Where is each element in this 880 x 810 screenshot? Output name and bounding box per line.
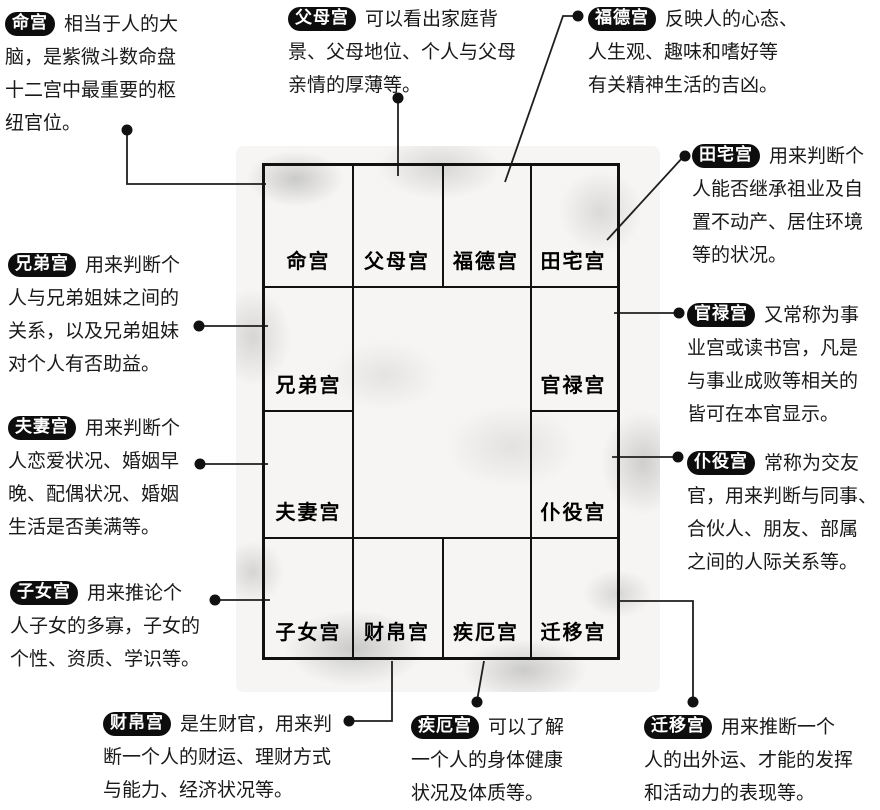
annotation-text: 用来判断个 人能否继承祖业及自 置不动产、居住环境 等的状况。 (692, 145, 865, 266)
cell-guanlu-gong: 官禄宫 (530, 286, 617, 410)
annotation-fuqi-gong: 夫妻宫用来判断个 人恋爱状况、婚姻早 晚、配偶状况、婚姻 生活是否美满等。 (8, 412, 240, 544)
dot-puyi (672, 451, 684, 463)
cell-label: 父母宫 (364, 249, 430, 273)
badge-tianzhai-gong: 田宅宫 (692, 144, 760, 168)
annotation-text: 又常称为事 业宫或读书宫，凡是 与事业成败等相关的 皆可在本官显示。 (687, 304, 860, 425)
badge-xiongdi-gong: 兄弟宫 (8, 253, 76, 277)
grid-line (442, 537, 444, 657)
cell-ming-gong: 命宫 (265, 166, 352, 286)
grid-line (265, 410, 352, 412)
cell-label: 财帛宫 (364, 620, 430, 644)
cell-label: 官禄宫 (540, 373, 607, 397)
annotation-fumu-gong: 父母宫可以看出家庭背 景、父母地位、个人与父母 亲情的厚薄等。 (288, 3, 556, 102)
dot-guanlu (673, 307, 685, 319)
annotation-text: 可以看出家庭背 景、父母地位、个人与父母 亲情的厚薄等。 (288, 8, 517, 96)
badge-fuqi-gong: 夫妻宫 (8, 416, 76, 440)
dot-tianzhai (679, 150, 691, 162)
annotation-text: 可以了解 一个人的身体健康 状况及体质等。 (411, 716, 565, 804)
badge-zinv-gong: 子女宫 (10, 581, 78, 605)
grid-line (265, 286, 617, 288)
cell-label: 兄弟宫 (275, 373, 342, 397)
cell-zinv-gong: 子女宫 (265, 537, 352, 657)
cell-xiongdi-gong: 兄弟宫 (265, 286, 352, 410)
cell-tianzhai-gong: 田宅宫 (530, 166, 617, 286)
cell-fumu-gong: 父母宫 (352, 166, 442, 286)
cell-fude-gong: 福德宫 (442, 166, 530, 286)
grid-line (352, 166, 354, 657)
cell-qianyi-gong: 迁移宫 (530, 537, 617, 657)
annotation-text: 相当于人的大 脑，是紫微斗数命盘 十二宫中最重要的枢 纽官位。 (5, 13, 179, 134)
grid-line (265, 537, 617, 539)
badge-qianyi-gong: 迁移宫 (644, 715, 712, 739)
cell-caibo-gong: 财帛宫 (352, 537, 442, 657)
badge-fumu-gong: 父母宫 (288, 7, 356, 31)
badge-puyi-gong: 仆役宫 (687, 451, 755, 475)
annotation-text: 常称为交友 官，用来判断与同事、 合伙人、朋友、部属 之间的人际关系等。 (687, 452, 878, 573)
badge-fude-gong: 福德宫 (588, 7, 656, 31)
badge-caibo-gong: 财帛宫 (103, 712, 171, 736)
paper-texture (236, 146, 660, 692)
annotation-jie-gong: 疾厄宫可以了解 一个人的身体健康 状况及体质等。 (411, 711, 597, 810)
cell-label: 迁移宫 (540, 620, 607, 644)
annotation-qianyi-gong: 迁移宫用来推断一个 人的出外运、才能的发挥 和活动力的表现等。 (644, 711, 880, 810)
dot-qianyi (687, 696, 699, 708)
annotation-caibo-gong: 财帛宫是生财官，用来判 断一个人的财运、理财方式 与能力、经济状况等。 (103, 708, 369, 807)
cell-label: 田宅宫 (540, 249, 607, 273)
annotation-guanlu-gong: 官禄宫又常称为事 业宫或读书宫，凡是 与事业成败等相关的 皆可在本官显示。 (687, 299, 879, 431)
annotation-text: 用来判断个 人与兄弟姐妹之间的 关系，以及兄弟姐妹 对个人有否助益。 (8, 254, 181, 375)
badge-ming-gong: 命宫 (5, 12, 55, 36)
badge-guanlu-gong: 官禄宫 (687, 303, 755, 327)
annotation-text: 用来推断一个 人的出外运、才能的发挥 和活动力的表现等。 (644, 716, 854, 804)
cell-fuqi-gong: 夫妻宫 (265, 410, 352, 537)
grid-line (442, 166, 444, 286)
cell-puyi-gong: 仆役宫 (530, 410, 617, 537)
badge-jie-gong: 疾厄宫 (411, 715, 479, 739)
annotation-ming-gong: 命宫相当于人的大 脑，是紫微斗数命盘 十二宫中最重要的枢 纽官位。 (5, 8, 249, 140)
cell-jie-gong: 疾厄宫 (442, 537, 530, 657)
dot-jie (471, 696, 483, 708)
cell-label: 夫妻宫 (275, 500, 342, 524)
annotation-tianzhai-gong: 田宅宫用来判断个 人能否继承祖业及自 置不动产、居住环境 等的状况。 (692, 140, 878, 272)
annotation-fude-gong: 福德宫反映人的心态、 人生观、趣味和嗜好等 有关精神生活的吉凶。 (588, 3, 866, 102)
annotation-text: 反映人的心态、 人生观、趣味和嗜好等 有关精神生活的吉凶。 (588, 8, 799, 96)
dot-fude (572, 10, 584, 22)
cell-label: 仆役宫 (540, 500, 607, 524)
palace-grid: 命宫 父母宫 福德宫 田宅宫 兄弟宫 官禄宫 夫妻宫 仆役宫 子女宫 财帛宫 疾… (262, 163, 620, 660)
annotation-zinv-gong: 子女宫用来推论个 人子女的多寡，子女的 个性、资质、学识等。 (10, 577, 248, 676)
annotation-puyi-gong: 仆役宫常称为交友 官，用来判断与同事、 合伙人、朋友、部属 之间的人际关系等。 (687, 447, 880, 579)
cell-label: 疾厄宫 (453, 620, 519, 644)
annotation-text: 是生财官，用来判 断一个人的财运、理财方式 与能力、经济状况等。 (103, 713, 333, 801)
annotation-text: 用来推论个 人子女的多寡，子女的 个性、资质、学识等。 (10, 582, 201, 670)
cell-label: 福德宫 (453, 249, 519, 273)
grid-line (530, 410, 617, 412)
annotation-text: 用来判断个 人恋爱状况、婚姻早 晚、配偶状况、婚姻 生活是否美满等。 (8, 417, 181, 538)
cell-label: 子女宫 (275, 620, 342, 644)
cell-label: 命宫 (286, 249, 331, 273)
annotation-xiongdi-gong: 兄弟宫用来判断个 人与兄弟姐妹之间的 关系，以及兄弟姐妹 对个人有否助益。 (8, 249, 240, 381)
